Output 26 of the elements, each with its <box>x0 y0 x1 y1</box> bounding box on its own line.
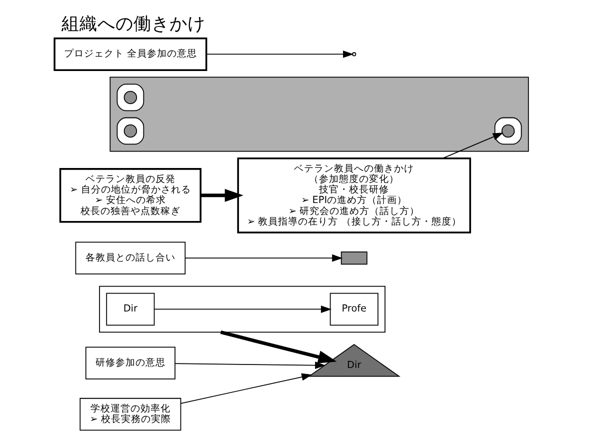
node-box: 学校運営の効率化 ➢ 校長実務の実際 <box>80 398 182 431</box>
arrow <box>180 373 312 404</box>
cluster <box>116 117 144 145</box>
arrow <box>174 362 326 369</box>
cluster <box>494 117 522 145</box>
node-circle <box>124 124 138 138</box>
arrow <box>206 50 354 58</box>
node-box: 研修参加の意思 <box>85 346 176 380</box>
node-circle <box>124 90 138 104</box>
cluster <box>99 286 386 333</box>
node-box: プロジェクト 全員参加の意思 <box>54 37 208 71</box>
arrow <box>184 254 343 262</box>
node-box: 各教員との話し合い <box>75 242 186 274</box>
arrow <box>154 306 332 313</box>
cluster <box>116 84 144 112</box>
node-circle <box>502 124 515 138</box>
node-box <box>340 251 368 265</box>
arrow <box>200 188 244 202</box>
cluster <box>110 76 529 152</box>
node-box: Profe <box>330 292 378 326</box>
diagram-title: 組織への働きかけ <box>62 14 206 35</box>
node-box: ベテラン教員への働きかけ （参加態度の変化） 技官・校長研修 ➢ EPIの進め方（計画） ➢ 研究会の進め方（話し方） ➢ 教員指導の在り方 （接し方・話し方・態度） <box>237 157 472 234</box>
node-box: ベテラン教員の反発 ➢ 自分の地位が脅かされる ➢ 安住への希求 校長の独善や点数稼ぎ <box>59 168 202 223</box>
arrow <box>220 330 337 364</box>
arrow <box>442 132 504 159</box>
node-box: Dir <box>106 292 155 326</box>
